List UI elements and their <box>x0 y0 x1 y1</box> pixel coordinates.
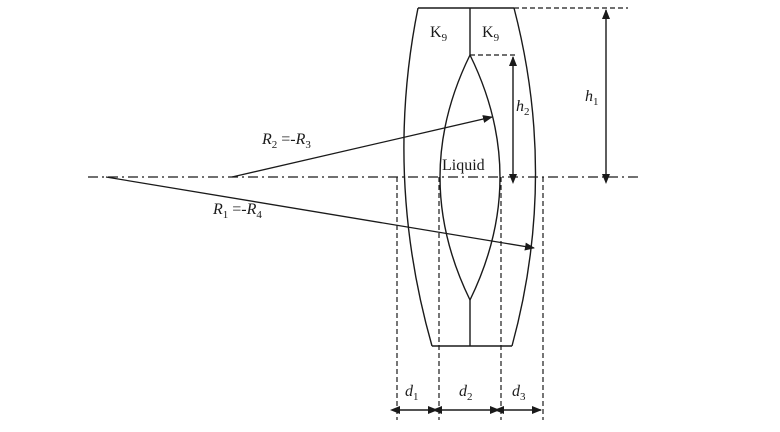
h2-label: h2 <box>516 98 530 118</box>
liquid-label: Liquid <box>442 157 485 174</box>
outer-right-surface <box>511 7 537 347</box>
r1-r4-label: R1 =-R4 <box>212 201 262 221</box>
d1-label: d1 <box>405 383 419 403</box>
liquid-lens-left-surface <box>439 54 471 301</box>
liquid-lens-right-surface <box>469 54 501 301</box>
d2-label: d2 <box>459 383 473 403</box>
k9-left-label: K9 <box>430 24 448 44</box>
r2-r3-label: R2 =-R3 <box>261 131 311 151</box>
d3-label: d3 <box>512 383 526 403</box>
r1-r4-radius-arrow <box>105 176 535 251</box>
outer-left-surface <box>403 7 433 347</box>
k9-right-label: K9 <box>482 24 500 44</box>
r2-r3-radius-arrow <box>231 115 493 178</box>
h1-label: h1 <box>585 88 599 108</box>
